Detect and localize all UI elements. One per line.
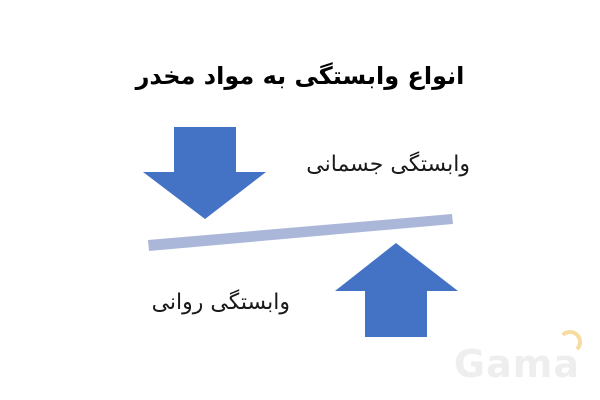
psychological-dependency-label: وابستگی روانی [151,290,290,315]
physical-dependency-label: وابستگی جسمانی [306,152,470,177]
arrow-down-icon [143,127,266,219]
slide-title: انواع وابستگی به مواد مخدر [135,62,465,90]
arrow-up-icon [335,243,458,337]
watermark-logo: Gama [453,342,580,386]
balance-bar [148,214,453,251]
watermark-mark [558,330,582,354]
